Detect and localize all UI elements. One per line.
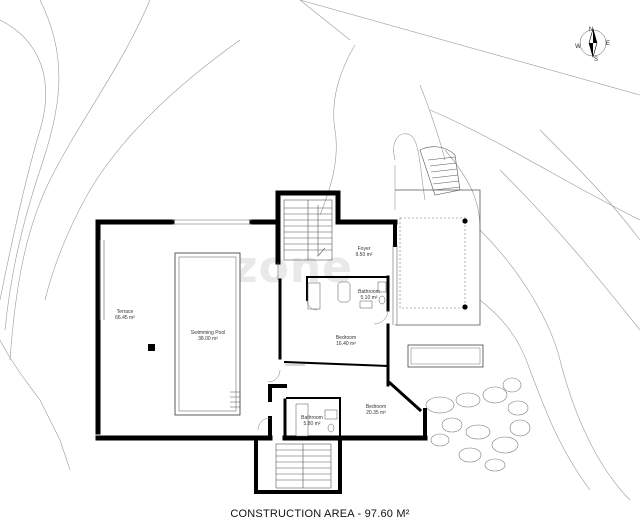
label-bathroom1-area: 5.10 m² — [361, 295, 378, 301]
compass-n: N — [589, 27, 593, 33]
door-swings — [257, 299, 389, 431]
pergola — [395, 189, 484, 368]
label-foyer-name: Foyer — [358, 246, 371, 252]
label-foyer-area: 9.50 m² — [356, 252, 373, 258]
glazing — [99, 219, 398, 366]
label-terrace-name: Terrace — [117, 309, 134, 315]
upper-stairs — [283, 199, 333, 261]
terrain-lines — [0, 0, 640, 501]
label-bedroom2-name: Bedroom — [366, 404, 386, 410]
compass-w: W — [575, 44, 581, 50]
bathroom-fixtures — [295, 281, 387, 437]
label-pool-area: 38.00 m² — [198, 336, 218, 342]
label-bathroom2-area: 5.80 m² — [304, 421, 321, 427]
label-bedroom1-area: 16.40 m² — [336, 341, 356, 347]
label-terrace-area: 66.45 m² — [115, 315, 135, 321]
exterior-stairs — [419, 146, 461, 196]
terrace-post — [148, 344, 155, 351]
label-pool-name: Swimming Pool — [191, 330, 225, 336]
label-bedroom1-name: Bedroom — [336, 335, 356, 341]
compass-e: E — [606, 41, 610, 47]
room-labels: Terrace 66.45 m² Swimming Pool 38.00 m² … — [115, 246, 386, 427]
label-bathroom1-name: Bathroom — [358, 289, 380, 295]
compass-rose-icon: N E S W — [575, 27, 610, 63]
label-bedroom2-area: 20.35 m² — [366, 410, 386, 416]
walls — [95, 190, 428, 494]
construction-area-caption: CONSTRUCTION AREA - 97.60 M² — [230, 508, 410, 520]
stone-path — [425, 377, 531, 472]
compass-s: S — [594, 57, 598, 63]
label-bathroom2-name: Bathroom — [301, 415, 323, 421]
swimming-pool — [174, 252, 241, 416]
watermark: zone — [232, 242, 353, 293]
lower-stairs — [275, 443, 332, 489]
